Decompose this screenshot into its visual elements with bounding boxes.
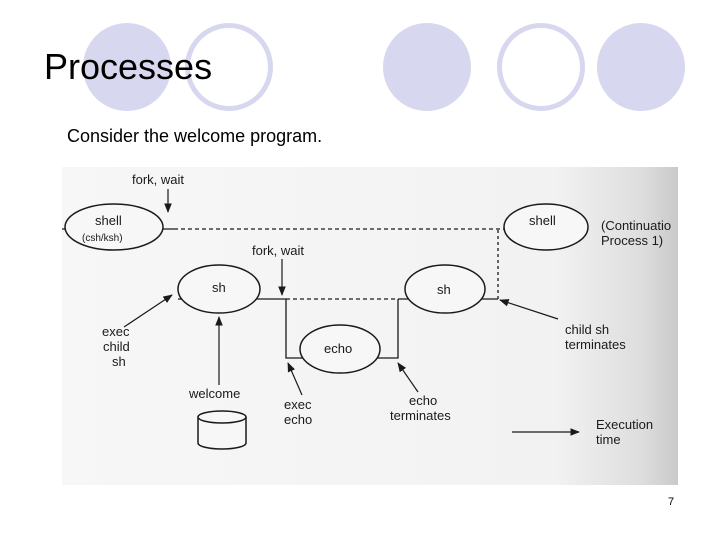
sh-right-label: sh bbox=[437, 282, 451, 297]
echo-label: echo bbox=[324, 341, 352, 356]
child-sh-terminates-label-line2: terminates bbox=[565, 337, 626, 352]
sh-right-process bbox=[404, 264, 486, 314]
echo-process bbox=[299, 324, 381, 374]
slide-subtitle: Consider the welcome program. bbox=[67, 126, 323, 146]
sh-left-process bbox=[177, 264, 261, 314]
welcome-label: welcome bbox=[188, 386, 240, 401]
exec-echo-arrow bbox=[287, 362, 303, 396]
decorative-circle-1 bbox=[83, 23, 171, 111]
exec-echo-label-line2: echo bbox=[284, 412, 312, 427]
shell-right-process bbox=[503, 203, 589, 251]
shell-right-label: shell bbox=[529, 213, 556, 228]
execution-time-label-line1: Execution bbox=[596, 417, 653, 432]
exec-child-sh-label-line3: sh bbox=[112, 354, 126, 369]
echo-terminates-label-line2: terminates bbox=[390, 408, 451, 423]
continuation-label-line1: (Continuatio bbox=[601, 218, 671, 233]
exec-echo-label-line1: exec bbox=[284, 397, 312, 412]
exec-child-sh-label-line1: exec bbox=[102, 324, 130, 339]
middle-fork-label: fork, wait bbox=[252, 243, 304, 258]
page-number: 7 bbox=[668, 496, 675, 508]
child-sh-terminates-label-line1: child sh bbox=[565, 322, 609, 337]
decorative-circle-3 bbox=[597, 23, 685, 111]
echo-terminates-label-line1: echo bbox=[409, 393, 437, 408]
continuation-label-line2: Process 1) bbox=[601, 233, 663, 248]
top-fork-label: fork, wait bbox=[132, 172, 184, 187]
shell-left-label: shell bbox=[95, 213, 122, 228]
child-sh-terminates-arrow bbox=[499, 299, 559, 320]
shell-left-sublabel: (csh/ksh) bbox=[82, 233, 123, 244]
exec-child-sh-label-line2: child bbox=[103, 339, 130, 354]
execution-time-label-line2: time bbox=[596, 432, 621, 447]
decorative-ring-2 bbox=[497, 23, 585, 111]
sh-left-label: sh bbox=[212, 280, 226, 295]
shell-left-process bbox=[64, 203, 164, 251]
exec-child-sh-arrow bbox=[123, 294, 173, 328]
decorative-ring-1 bbox=[185, 23, 273, 111]
decorative-circle-2 bbox=[383, 23, 471, 111]
slide-title: Processes bbox=[44, 46, 213, 87]
process-diagram: fork, wait shell (csh/ksh) shell (Contin… bbox=[62, 167, 678, 485]
echo-terminates-arrow bbox=[397, 362, 419, 393]
welcome-file-icon bbox=[197, 410, 247, 450]
process-diagram-svg: fork, wait shell (csh/ksh) shell (Contin… bbox=[62, 172, 671, 450]
